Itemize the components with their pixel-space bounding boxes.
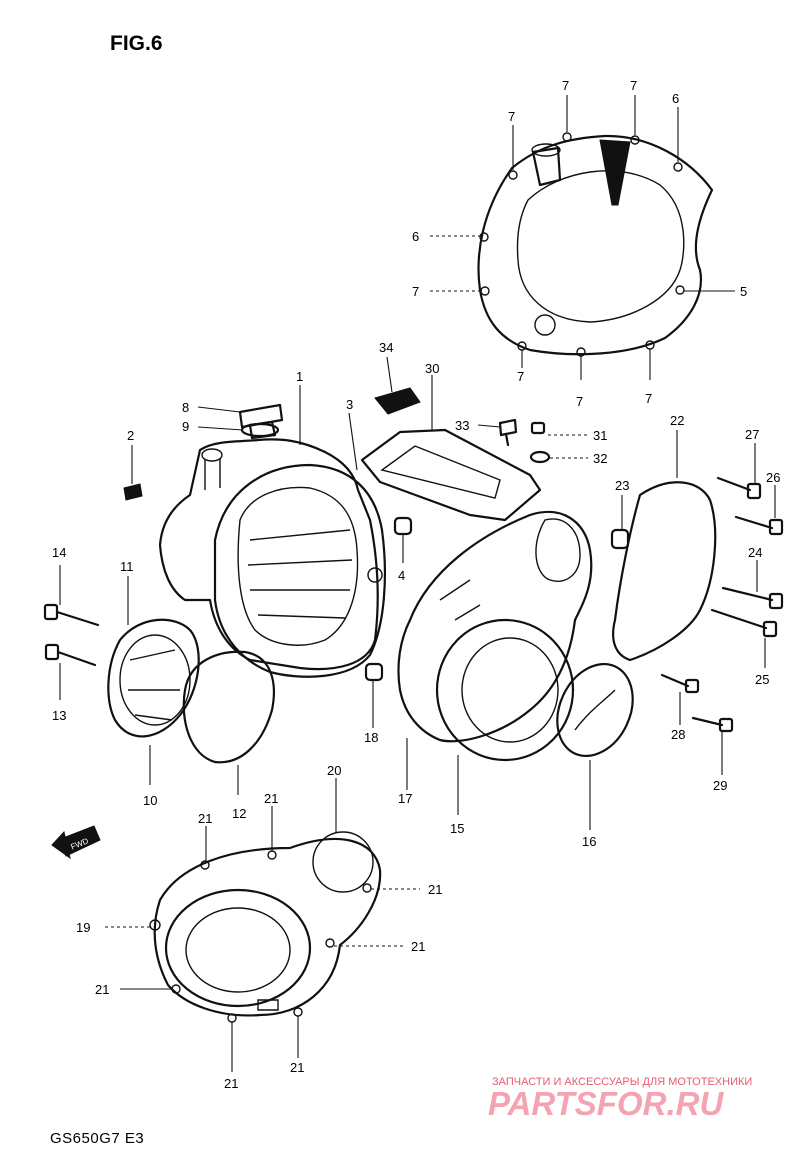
callout-7: 7 [645, 391, 652, 406]
callout-25: 25 [755, 672, 769, 687]
dowel-pin-18 [364, 662, 384, 682]
callout-18: 18 [364, 730, 378, 745]
callout-7: 7 [517, 369, 524, 384]
callout-17: 17 [398, 791, 412, 806]
callout-26: 26 [766, 470, 780, 485]
crankcase-gasket [213, 463, 386, 678]
oil-filler-cap [238, 403, 284, 440]
callout-5: 5 [740, 284, 747, 299]
figure-title: FIG.6 [110, 32, 163, 55]
callout-33: 33 [455, 418, 469, 433]
callout-23: 23 [615, 478, 629, 493]
dowel-pin-4 [393, 516, 413, 536]
callout-7: 7 [576, 394, 583, 409]
watermark-logo: PARTSFOR.RU [488, 1085, 724, 1122]
generator-cover [149, 831, 382, 1023]
callout-4: 4 [398, 568, 405, 583]
callout-16: 16 [582, 834, 596, 849]
cap-cover [556, 662, 634, 758]
callout-21: 21 [428, 882, 442, 897]
callout-21: 21 [224, 1076, 238, 1091]
callout-7: 7 [412, 284, 419, 299]
callout-24: 24 [748, 545, 762, 560]
callout-7: 7 [508, 109, 515, 124]
callout-22: 22 [670, 413, 684, 428]
callout-19: 19 [76, 920, 90, 935]
starter-gasket [182, 650, 275, 764]
callout-31: 31 [593, 428, 607, 443]
callout-7: 7 [630, 78, 637, 93]
callout-1: 1 [296, 369, 303, 384]
callout-27: 27 [745, 427, 759, 442]
callout-34: 34 [379, 340, 393, 355]
callout-7: 7 [562, 78, 569, 93]
fwd-arrow-icon: FWD [51, 825, 101, 860]
plug [123, 483, 143, 501]
callout-21: 21 [290, 1060, 304, 1075]
small-bolts [498, 418, 551, 464]
callout-6: 6 [412, 229, 419, 244]
breather-gasket [374, 387, 421, 415]
callout-10: 10 [143, 793, 157, 808]
watermark-subtitle: ЗАПЧАСТИ И АКСЕССУАРЫ ДЛЯ МОТОТЕХНИКИ [492, 1076, 752, 1088]
clutch-cover [477, 132, 714, 357]
callout-8: 8 [182, 400, 189, 415]
magneto-cover [397, 510, 593, 762]
callout-12: 12 [232, 806, 246, 821]
callout-28: 28 [671, 727, 685, 742]
callout-21: 21 [95, 982, 109, 997]
callout-30: 30 [425, 361, 439, 376]
callout-2: 2 [127, 428, 134, 443]
callout-32: 32 [593, 451, 607, 466]
left-bolts [43, 603, 100, 667]
callout-14: 14 [52, 545, 66, 560]
callout-21: 21 [198, 811, 212, 826]
callout-21: 21 [411, 939, 425, 954]
breather-cover [360, 387, 542, 522]
callout-3: 3 [346, 397, 353, 412]
leader-lines [59, 95, 776, 1072]
callout-9: 9 [182, 419, 189, 434]
callout-21: 21 [264, 791, 278, 806]
callout-29: 29 [713, 778, 727, 793]
model-code: GS650G7 E3 [50, 1130, 144, 1147]
watermark: ЗАПЧАСТИ И АКСЕССУАРЫ ДЛЯ МОТОТЕХНИКИ PA… [488, 1076, 752, 1122]
callout-13: 13 [52, 708, 66, 723]
callout-6: 6 [672, 91, 679, 106]
callout-labels: 7 7 6 7 6 7 5 7 7 7 1 3 34 30 8 9 2 33 3… [52, 78, 780, 1091]
callout-20: 20 [327, 763, 341, 778]
side-cover [610, 481, 717, 662]
starter-cover [107, 618, 200, 738]
long-bolts [660, 476, 784, 733]
callout-15: 15 [450, 821, 464, 836]
callout-11: 11 [120, 559, 134, 574]
